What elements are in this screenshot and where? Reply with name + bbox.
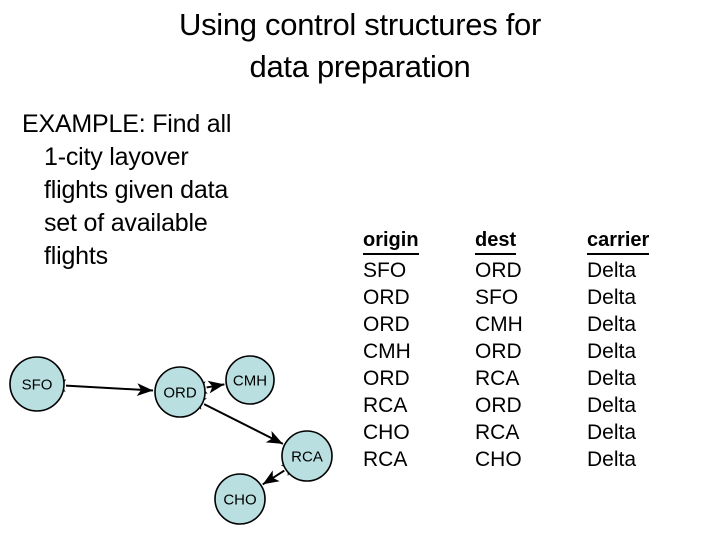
cell-dest: ORD [475,259,522,282]
cell-dest: CHO [475,448,522,471]
cell-dest: SFO [475,286,519,309]
cell-origin: SFO [363,259,407,282]
graph-node-cho[interactable]: CHO [214,473,266,525]
cell-dest: CMH [475,313,523,336]
example-line-5: flights [44,242,108,270]
table-row: ORD RCA Delta [363,364,703,391]
cell-origin: CMH [363,340,411,363]
node-circle-ord [154,366,206,418]
column-header-origin-label: origin [363,228,419,255]
node-circle-sfo [9,356,65,412]
table-row: CHO RCA Delta [363,418,703,445]
page-title-line-2: data preparation [249,49,471,84]
node-label-cmh: CMH [233,373,267,390]
cell-carrier: Delta [587,286,637,309]
cell-carrier: Delta [587,394,637,417]
cell-origin: ORD [363,313,410,336]
graph-nodes: SFO ORD CMH RCA CHO [9,355,333,525]
cell-dest: RCA [475,421,520,444]
node-label-sfo: SFO [22,377,53,394]
example-paragraph: EXAMPLE: Find all 1-city layover flights… [22,108,322,273]
node-circle-cmh [225,355,275,405]
cell-origin: ORD [363,367,410,390]
graph-node-rca[interactable]: RCA [281,430,333,482]
node-circle-rca [281,430,333,482]
graph-node-sfo[interactable]: SFO [9,356,65,412]
node-label-rca: RCA [291,449,323,466]
cell-carrier: Delta [587,259,637,282]
page-title: Using control structures for data prepar… [0,4,720,88]
table-row: CMH ORD Delta [363,337,703,364]
graph-edge-ord-cmh [190,380,225,394]
column-header-carrier: carrier [587,228,703,256]
column-header-origin: origin [363,228,475,256]
node-circle-cho [214,473,266,525]
table-header-row: origin dest carrier [363,228,703,256]
column-header-dest: dest [475,228,587,256]
table-row: SFO ORD Delta [363,256,703,283]
cell-carrier: Delta [587,313,637,336]
cell-dest: ORD [475,394,522,417]
column-header-dest-label: dest [475,228,517,255]
cell-dest: ORD [475,340,522,363]
table-row: RCA CHO Delta [363,445,703,472]
cell-carrier: Delta [587,367,637,390]
graph-edge-sfo-ord [49,379,154,396]
cell-dest: RCA [475,367,520,390]
cell-origin: RCA [363,448,408,471]
node-label-ord: ORD [163,385,197,402]
graph-edge-rca-cho [262,461,298,486]
cell-carrier: Delta [587,340,637,363]
graph-edge-ord-rca [189,396,284,445]
cell-origin: RCA [363,394,408,417]
column-header-carrier-label: carrier [587,228,650,255]
table-row: RCA ORD Delta [363,391,703,418]
graph-node-cmh[interactable]: CMH [225,355,275,405]
cell-origin: ORD [363,286,410,309]
cell-carrier: Delta [587,421,637,444]
table-row: ORD CMH Delta [363,310,703,337]
page-title-line-1: Using control structures for [178,7,541,42]
cell-carrier: Delta [587,448,637,471]
graph-node-ord[interactable]: ORD [154,366,206,418]
example-line-4: set of available [44,209,208,237]
node-label-cho: CHO [223,492,256,509]
example-line-1: EXAMPLE: Find all [22,110,232,138]
graph-edges [49,379,298,486]
flight-route-graph: SFO ORD CMH RCA CHO [9,355,333,525]
table-row: ORD SFO Delta [363,283,703,310]
example-line-3: flights given data [44,176,229,204]
example-line-2: 1-city layover [44,143,189,171]
cell-origin: CHO [363,421,410,444]
